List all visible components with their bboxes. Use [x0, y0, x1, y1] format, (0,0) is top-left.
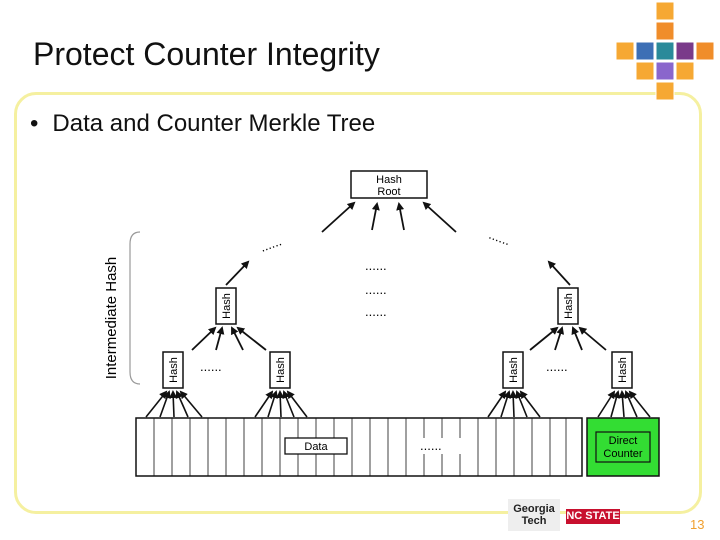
hash-root-node [350, 170, 428, 199]
hash-label-l2-left: Hash [221, 293, 233, 319]
data-label: Data [304, 441, 328, 453]
ellipsis-center-2: ...... [365, 282, 387, 297]
data-label-box [284, 437, 348, 455]
intermediate-brace [129, 231, 141, 385]
intermediate-hash-label: Intermediate Hash [103, 257, 120, 380]
decorative-tiles-icon [615, 1, 715, 101]
hash-node-l1-d [611, 351, 633, 389]
hash-label-l1-c: Hash [508, 357, 520, 383]
level2-arrows-up [225, 260, 571, 286]
data-to-level1-arrows [145, 390, 651, 418]
hash-root-label-1: Hash [376, 174, 402, 186]
bullet-item: • Data and Counter Merkle Tree [30, 110, 375, 138]
data-strip [135, 417, 583, 477]
ellipsis-center-1: ...... [365, 258, 387, 273]
bullet-text: Data and Counter Merkle Tree [52, 110, 376, 137]
content-frame [14, 92, 702, 514]
slide-title: Protect Counter Integrity [33, 36, 380, 72]
ellipsis-center-3: ...... [365, 304, 387, 319]
georgia-tech-logo: Georgia Tech [508, 499, 560, 531]
ellipsis-upper-right: ...... [487, 227, 512, 249]
direct-counter-inner [595, 431, 651, 463]
hash-label-l1-a: Hash [168, 357, 180, 383]
ellipsis-data: ...... [420, 438, 442, 453]
bullet-dot-icon: • [30, 110, 39, 137]
hash-node-l1-c [502, 351, 524, 389]
hash-node-l1-a [162, 351, 184, 389]
root-arrows [321, 201, 457, 233]
nc-state-logo: NC STATE [566, 509, 620, 524]
direct-counter-label-1: Direct [609, 435, 638, 447]
hash-node-l2-right [557, 287, 579, 325]
direct-counter-block [586, 417, 660, 477]
hash-label-l1-b: Hash [275, 357, 287, 383]
level1-to-level2-arrows [191, 326, 607, 351]
data-ellipsis-box [416, 438, 472, 454]
hash-node-l2-left [215, 287, 237, 325]
hash-label-l1-d: Hash [617, 357, 629, 383]
ellipsis-l1-right: ...... [546, 359, 568, 374]
hash-node-l1-b [269, 351, 291, 389]
ellipsis-upper-left: ...... [258, 233, 283, 255]
page-number: 13 [690, 517, 705, 532]
hash-label-l2-right: Hash [563, 293, 575, 319]
direct-counter-label-2: Counter [603, 448, 642, 460]
hash-root-label-2: Root [377, 186, 400, 198]
ellipsis-l1-left: ...... [200, 359, 222, 374]
